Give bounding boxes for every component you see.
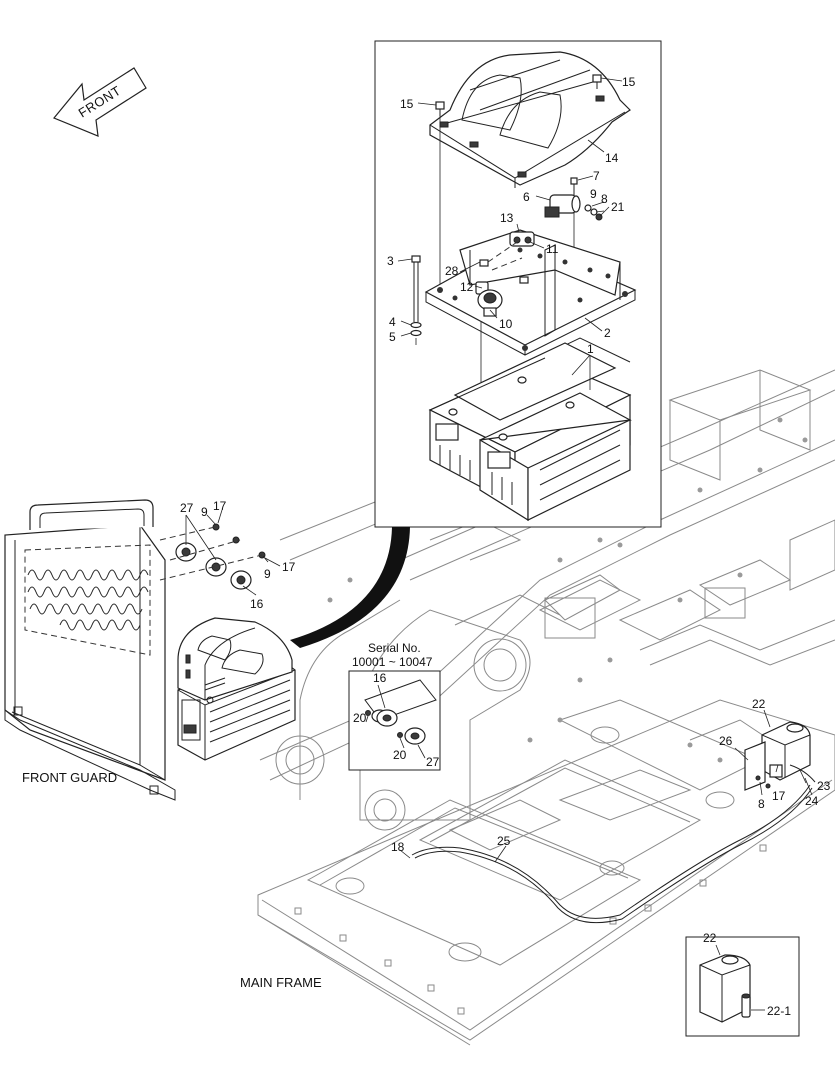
callout-22-detail: 22	[703, 931, 717, 945]
callout-24: 24	[805, 794, 819, 808]
callout-27-left: 27	[180, 501, 194, 515]
callout-9-left-b: 9	[264, 567, 271, 581]
caption-serial-range: 10001 ~ 10047	[352, 655, 433, 669]
callout-21: 21	[611, 200, 625, 214]
caption-main-frame: MAIN FRAME	[240, 975, 322, 990]
callout-27-serial: 27	[426, 755, 440, 769]
detail-leader-lines	[397, 77, 623, 390]
callout-labels: 15 15 14 7 6 9 8 21 13 11 3 28 12 4 5 10…	[180, 75, 831, 1018]
callout-5: 5	[389, 330, 396, 344]
callout-13: 13	[500, 211, 514, 225]
washer-tank-assembly	[734, 709, 816, 796]
front-guard-drawing	[4, 499, 176, 801]
caption-serial-no: Serial No.	[368, 641, 421, 655]
callout-11: 11	[546, 242, 559, 256]
callout-20-serial-a: 20	[353, 711, 367, 725]
callout-17-left-a: 17	[213, 499, 227, 513]
callout-22-1: 22-1	[767, 1004, 791, 1018]
callout-18: 18	[391, 840, 405, 854]
callout-16-serial: 16	[373, 671, 387, 685]
serial-inset-contents	[364, 679, 437, 759]
installed-battery-box	[177, 617, 296, 761]
washer-hose	[411, 784, 811, 919]
callout-15-right: 15	[622, 75, 636, 89]
callout-2: 2	[604, 326, 611, 340]
detail-contents	[410, 51, 637, 522]
callout-14: 14	[605, 151, 619, 165]
callout-3: 3	[387, 254, 394, 268]
tank-detail-contents	[699, 944, 765, 1023]
callout-23: 23	[817, 779, 831, 793]
callout-17-left-b: 17	[282, 560, 296, 574]
callout-7: 7	[593, 169, 600, 183]
callout-8: 8	[601, 192, 608, 206]
caption-front-guard: FRONT GUARD	[22, 770, 117, 785]
callout-6: 6	[523, 190, 530, 204]
left-hardware	[159, 509, 281, 596]
front-arrow: FRONT	[53, 67, 147, 137]
callout-8-tank: 8	[758, 797, 765, 811]
callout-26: 26	[719, 734, 733, 748]
callout-9-left-a: 9	[201, 505, 208, 519]
callout-28: 28	[445, 264, 459, 278]
callout-22-tank: 22	[752, 697, 766, 711]
callout-1: 1	[587, 342, 594, 356]
callout-4: 4	[389, 315, 396, 329]
detail-leader	[290, 527, 410, 648]
callout-12: 12	[460, 280, 474, 294]
callout-10: 10	[499, 317, 513, 331]
callout-25: 25	[497, 834, 511, 848]
callout-17-tank: 17	[772, 789, 786, 803]
callout-9: 9	[590, 187, 597, 201]
callout-16-left: 16	[250, 597, 264, 611]
callout-20-serial-b: 20	[393, 748, 407, 762]
callout-15-left: 15	[400, 97, 414, 111]
